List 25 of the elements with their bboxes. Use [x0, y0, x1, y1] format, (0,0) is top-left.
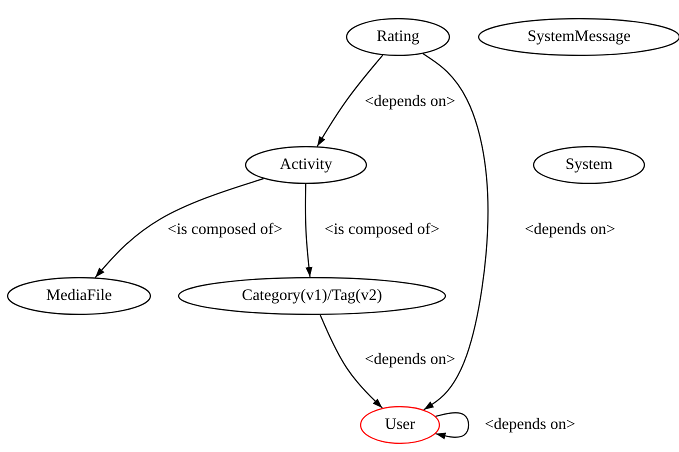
- node-label: Rating: [376, 28, 420, 46]
- arrow: [94, 178, 264, 278]
- arrow: [316, 54, 384, 147]
- ellipse-node: [346, 18, 450, 56]
- ellipse-node: [533, 146, 645, 184]
- arrow: [435, 412, 470, 440]
- arrow: [422, 53, 489, 410]
- edge-label: <depends on>: [484, 416, 576, 434]
- edge-label: <depends on>: [524, 221, 616, 239]
- arrow: [304, 184, 312, 278]
- node-label: SystemMessage: [527, 28, 631, 46]
- edge-label: <is composed of>: [324, 221, 440, 239]
- ellipse-node: [178, 277, 446, 315]
- node-label: MediaFile: [46, 287, 112, 305]
- ellipse-node: [360, 406, 440, 444]
- edge-label: <depends on>: [364, 93, 456, 111]
- node-label: Activity: [280, 156, 332, 174]
- node-label: Category(v1)/Tag(v2): [242, 287, 382, 305]
- edge-label: <depends on>: [364, 351, 456, 369]
- arrow: [320, 314, 383, 408]
- ellipse-node: [7, 277, 151, 315]
- edge-label: <is composed of>: [166, 221, 284, 239]
- node-label: User: [384, 416, 416, 434]
- node-label: System: [565, 156, 613, 174]
- ellipse-node: [245, 146, 367, 184]
